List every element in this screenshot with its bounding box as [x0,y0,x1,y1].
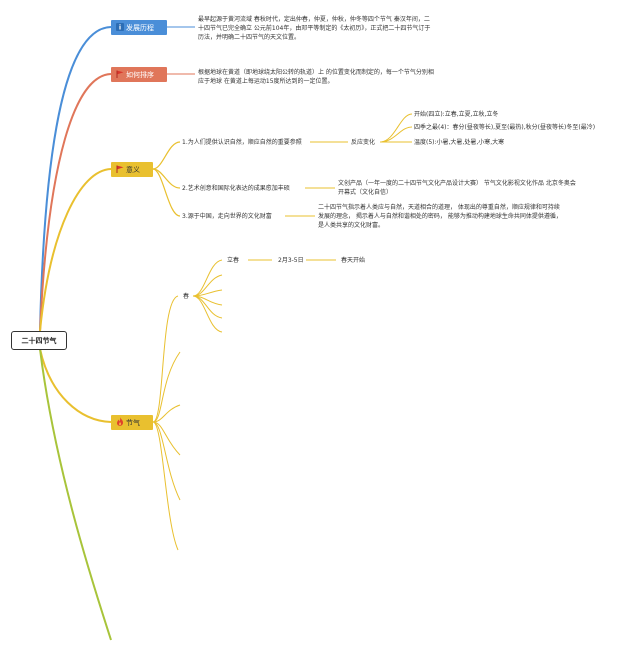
fire-icon [115,417,124,428]
meaning-item-3-detail: 二十四节气指示着人类应与自然，天道相合的道理， 体现出的尊重自然，顺应规律和可持… [318,204,562,229]
branch-terms-label: 节气 [126,418,140,427]
link-root-terms [39,348,112,423]
branch-meaning-label: 意义 [126,165,140,174]
branch-meaning[interactable]: 意义 [111,162,153,177]
meaning-leaf-1: 开始(四立):立春,立夏,立秋,立冬 [414,111,499,118]
root-node[interactable]: 二十四节气 [11,331,67,350]
branch-ordering[interactable]: 如何排序 [111,67,167,82]
link-root-meaning [39,168,112,332]
root-label: 二十四节气 [21,336,57,345]
meaning-item-2[interactable]: 2.艺术创意和国际化表达的成果愈加丰硕 [182,185,290,192]
branch-history[interactable]: 发展历程 [111,20,167,35]
meaning-item-1[interactable]: 1.为人们提供认识自然，顺应自然的重要参照 [182,139,302,146]
season-spring[interactable]: 春 [183,293,190,300]
branch-history-label: 发展历程 [126,23,154,32]
meaning-leaf-2: 四季之最(4)：春分(昼夜等长),夏至(最热),秋分(昼夜等长)冬至(最冷) [414,124,596,131]
branch-terms[interactable]: 节气 [111,415,153,430]
term-lichun-date: 2月3-5日 [278,257,304,264]
link-root-ordering [39,73,112,332]
link-root-extra [39,348,112,641]
info-icon [115,22,124,33]
flag-icon [115,165,124,175]
ordering-detail: 根据地球在黄道（即地球绕太阳公转的轨道）上 的位置变化而制定的，每一个节气分别相… [198,69,434,85]
flag-icon [115,70,124,80]
meaning-leaf-3: 温度(5):小暑,大暑,处暑,小寒,大寒 [414,139,505,146]
meaning-item-1-sub[interactable]: 反应变化 [351,139,376,146]
term-lichun-meaning: 春天开始 [341,257,366,264]
link-root-history [39,26,112,332]
history-detail: 最早起源于黄河流域 春秋时代，定出仲春，仲夏，仲秋，仲冬等四个节气 秦汉年间，二… [198,16,431,41]
term-lichun-name[interactable]: 立春 [227,257,240,264]
meaning-item-2-detail: 文创产品（一年一度的二十四节气文化产品设计大赛） 节气文化影视文化作品 北京冬奥… [338,180,576,196]
meaning-item-3[interactable]: 3.源于中国，走向世界的文化财富 [182,213,272,220]
branch-ordering-label: 如何排序 [126,70,154,79]
